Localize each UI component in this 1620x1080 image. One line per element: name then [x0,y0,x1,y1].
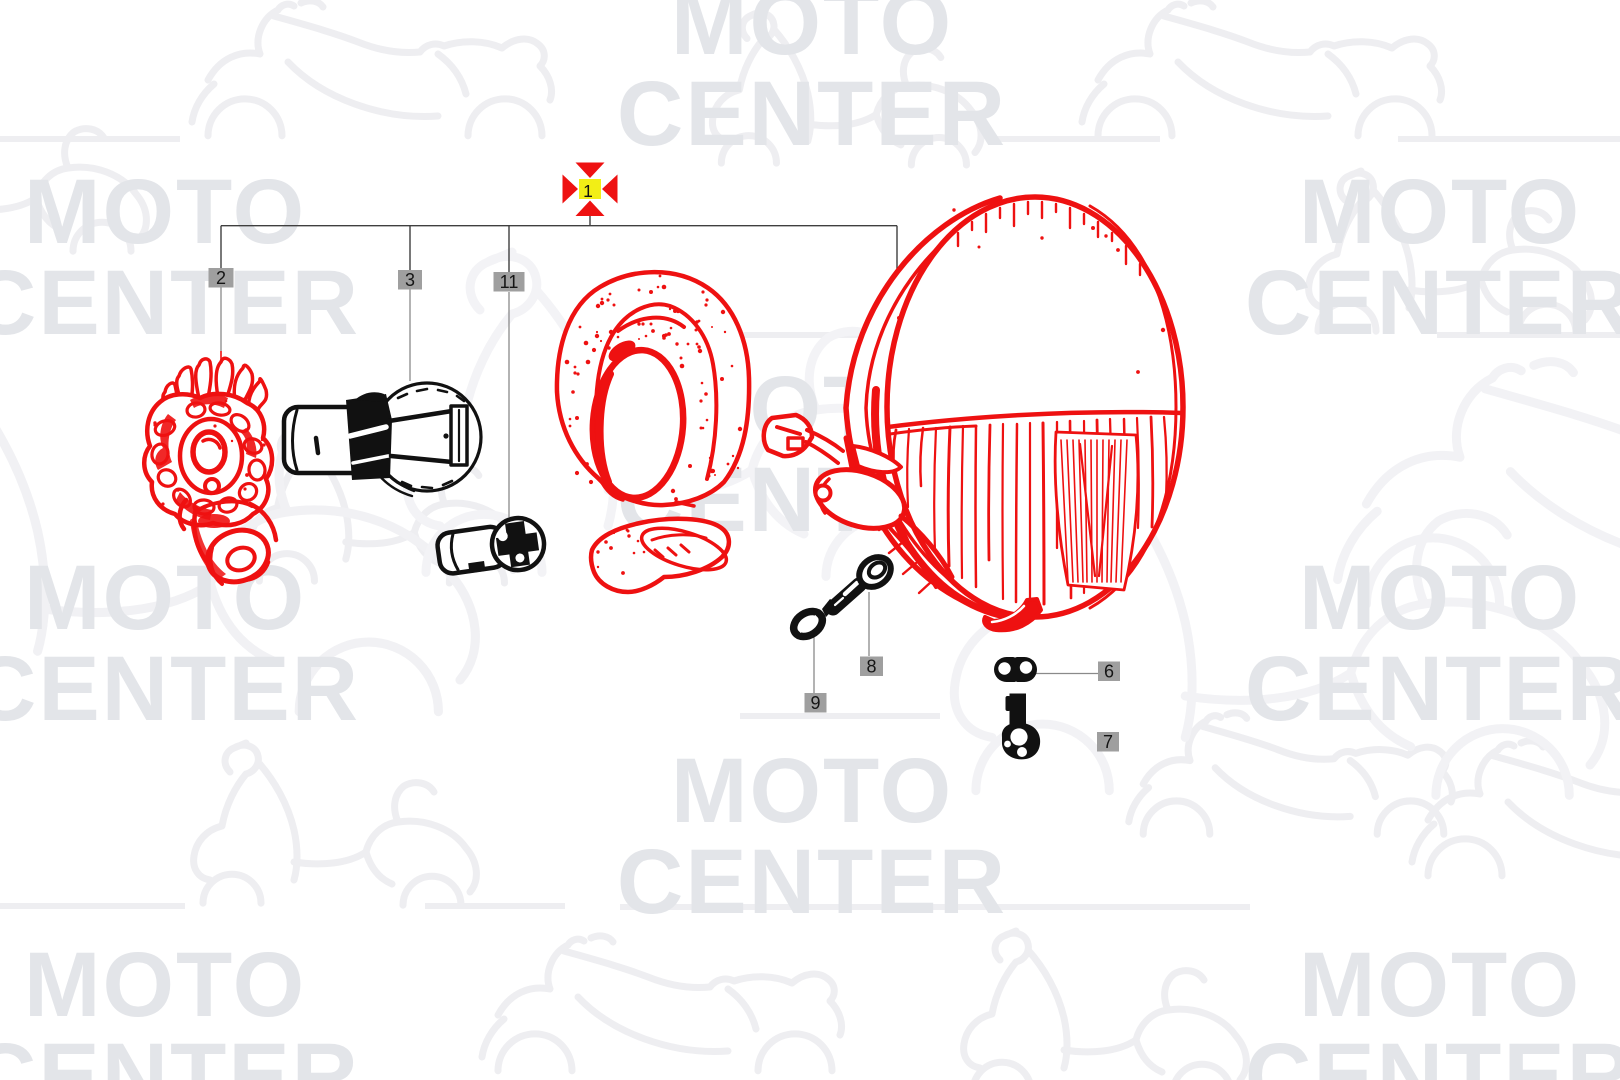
svg-text:MOTO: MOTO [671,740,953,842]
svg-text:CENTER: CENTER [1245,638,1620,740]
svg-text:8: 8 [866,656,876,676]
svg-text:MOTO: MOTO [24,161,306,263]
svg-text:CENTER: CENTER [0,638,360,740]
svg-text:MOTO: MOTO [1299,547,1581,649]
svg-text:CENTER: CENTER [0,252,360,354]
svg-text:MOTO: MOTO [1299,934,1581,1036]
svg-text:MOTO: MOTO [1299,161,1581,263]
svg-text:11: 11 [500,272,519,292]
svg-text:3: 3 [405,270,415,290]
svg-text:9: 9 [810,693,820,713]
svg-text:1: 1 [583,181,593,201]
svg-text:CENTER: CENTER [0,1025,360,1080]
svg-text:2: 2 [216,268,226,288]
svg-text:6: 6 [1104,661,1114,681]
svg-text:CENTER: CENTER [617,63,1007,165]
svg-text:MOTO: MOTO [24,934,306,1036]
svg-text:CENTER: CENTER [1245,252,1620,354]
svg-text:CENTER: CENTER [1245,1025,1620,1080]
svg-text:7: 7 [1103,732,1113,752]
svg-text:CENTER: CENTER [617,831,1007,933]
svg-text:MOTO: MOTO [671,0,953,74]
